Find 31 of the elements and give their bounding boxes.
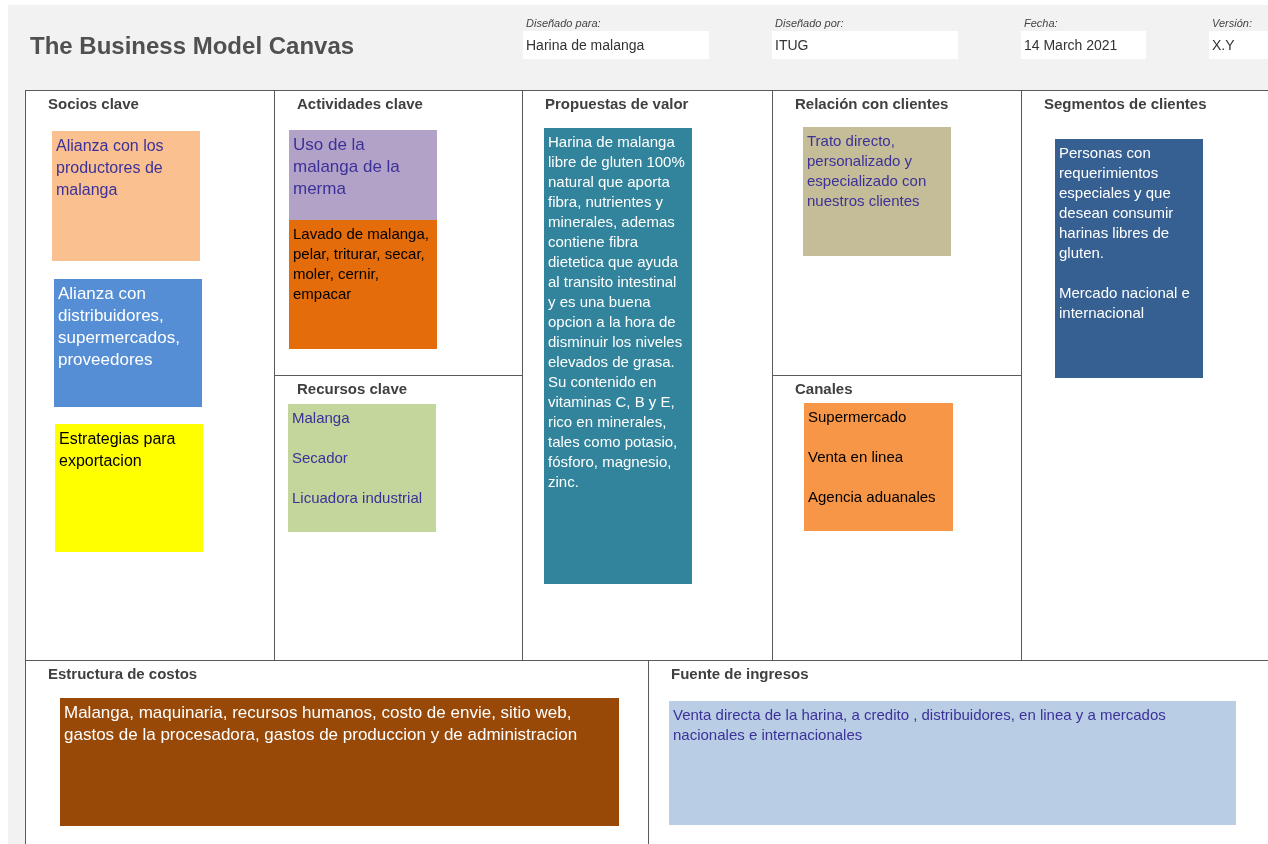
section-heading: Propuestas de valor (545, 95, 689, 112)
sticky-note: Alianza con los productores de malanga (52, 131, 200, 261)
sticky-note: Estrategias para exportacion (55, 424, 203, 552)
input-field: X.Y (1209, 31, 1268, 59)
field-label: Fecha: (1024, 17, 1058, 29)
input-field: ITUG (772, 31, 958, 59)
input-field: Harina de malanga (523, 31, 709, 59)
section-heading: Relación con clientes (795, 95, 949, 112)
sticky-note: Venta directa de la harina, a credito , distribuidores, en linea y a mercados nacionales e internacionales (669, 701, 1236, 825)
sticky-note: Trato directo, personalizado y especializado con nuestros clientes (803, 127, 951, 256)
sticky-note: Malanga, maquinaria, recursos humanos, costo de envie, sitio web, gastos de la procesadora, gastos de produccion y de administracion (60, 698, 619, 826)
section-heading: Socios clave (48, 95, 139, 112)
section-heading: Estructura de costos (48, 665, 198, 682)
field-label: Diseñado para: (526, 17, 601, 29)
field-label: Versión: (1212, 17, 1252, 29)
section-heading: Canales (795, 380, 853, 397)
sticky-note: Lavado de malanga, pelar, triturar, secar, moler, cernir, empacar (289, 220, 437, 349)
field-label: Diseñado por: (775, 17, 844, 29)
input-field: 14 March 2021 (1021, 31, 1146, 59)
canvas-section (25, 90, 275, 661)
sticky-note: Alianza con distribuidores, supermercados, proveedores (54, 279, 202, 407)
section-heading: Actividades clave (297, 95, 423, 112)
sticky-note: Uso de la malanga de la merma (289, 130, 437, 220)
sticky-note: Supermercado Venta en linea Agencia aduanales (804, 403, 953, 531)
sticky-note: Personas con requerimientos especiales y que desean consumir harinas libres de gluten. Mercado nacional e internacional (1055, 139, 1203, 378)
section-heading: Recursos clave (297, 380, 408, 397)
section-heading: Fuente de ingresos (671, 665, 809, 682)
canvas-title: The Business Model Canvas (30, 32, 355, 60)
sticky-note: Harina de malanga libre de gluten 100% natural que aporta fibra, nutrientes y minerales, ademas contiene fibra dietetica que ayuda al transito intestinal y es una buena opcion a la hora de disminuir los niveles elevados de grasa. Su contenido en vitaminas C, B y E, rico en minerales, tales como potasio, fósforo, magnesio, zinc. (544, 128, 692, 584)
sticky-note: Malanga Secador Licuadora industrial (288, 404, 436, 532)
section-heading: Segmentos de clientes (1044, 95, 1207, 112)
